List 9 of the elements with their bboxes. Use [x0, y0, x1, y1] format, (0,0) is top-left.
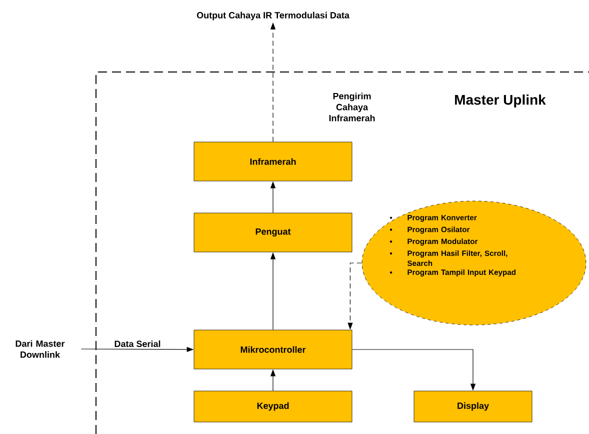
- text-label: Pengirim Cahaya Inframerah: [329, 92, 375, 122]
- process-box: Keypad: [194, 390, 352, 422]
- process-box: Mikrocontroller: [194, 330, 352, 370]
- process-box: Penguat: [194, 212, 352, 252]
- text-label: Dari Master Downlink: [16, 340, 65, 358]
- process-box: Inframerah: [194, 142, 352, 182]
- text-label: Output Cahaya IR Termodulasi Data: [196, 12, 350, 20]
- edge-label: Data Serial: [113, 339, 162, 348]
- process-box: Display: [414, 390, 532, 422]
